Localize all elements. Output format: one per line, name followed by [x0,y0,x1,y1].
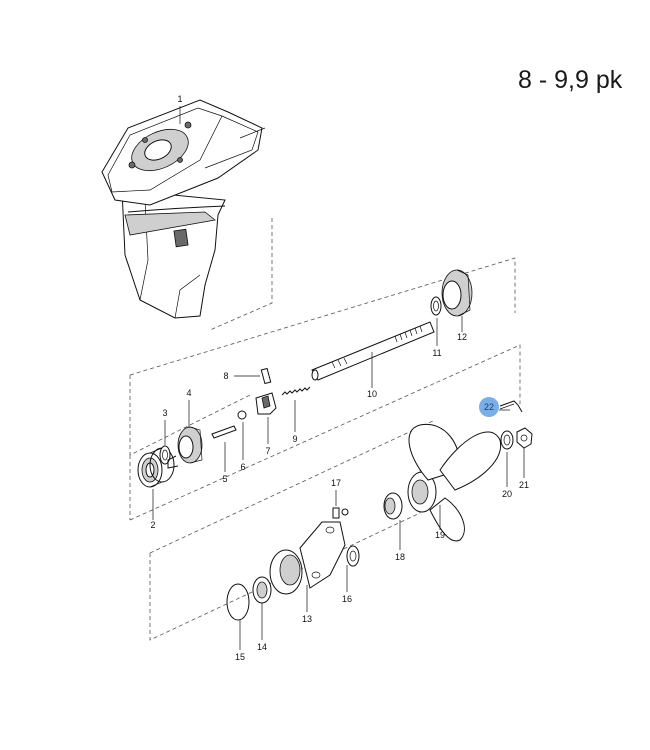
nut-21[interactable] [516,427,533,449]
forward-gear-4[interactable] [167,426,203,469]
reverse-gear-12[interactable] [441,269,473,317]
bolt-17[interactable] [332,507,349,519]
part-label-20[interactable]: 20 [502,489,512,499]
assembly-outline-lower [149,419,436,641]
part-label-17[interactable]: 17 [331,478,341,488]
dog-clutch-7[interactable] [255,392,277,415]
washer-20[interactable] [500,430,514,450]
o-ring-15[interactable] [226,583,250,621]
highlight-marker-22 [479,397,499,417]
part-label-6[interactable]: 6 [240,462,245,472]
part-label-16[interactable]: 16 [342,594,352,604]
thrust-hub-18[interactable] [383,492,403,520]
part-label-15[interactable]: 15 [235,652,245,662]
part-label-13[interactable]: 13 [302,614,312,624]
part-label-5[interactable]: 5 [222,474,227,484]
assembly-outline-upper [129,218,521,521]
propeller-shaft-10[interactable] [311,321,435,381]
part-label-22[interactable]: 22 [484,402,494,412]
bearing-2[interactable] [137,447,175,488]
part-label-12[interactable]: 12 [457,332,467,342]
cotter-pin-22[interactable] [499,400,523,413]
ball-6[interactable] [237,410,247,420]
part-label-7[interactable]: 7 [265,446,270,456]
bearing-carrier-13[interactable] [269,521,346,595]
part-label-14[interactable]: 14 [257,642,267,652]
gearcase-housing[interactable] [101,99,266,319]
part-label-4[interactable]: 4 [186,388,191,398]
shim-3[interactable] [159,445,171,465]
washer-11[interactable] [430,296,442,316]
part-label-11[interactable]: 11 [432,348,441,358]
part-label-8[interactable]: 8 [223,371,228,381]
part-label-9[interactable]: 9 [292,434,297,444]
part-label-10[interactable]: 10 [367,389,377,399]
diagram-title: 8 - 9,9 pk [518,66,623,94]
spring-9[interactable] [281,386,311,396]
part-label-2[interactable]: 2 [150,520,155,530]
washer-16[interactable] [346,545,360,567]
part-label-3[interactable]: 3 [162,408,167,418]
pin-5[interactable] [211,425,237,439]
cross-pin-8[interactable] [260,367,272,385]
part-label-1[interactable]: 1 [177,94,182,104]
part-label-19[interactable]: 19 [435,530,445,540]
part-label-18[interactable]: 18 [395,552,405,562]
propeller-19[interactable] [407,423,502,542]
bearing-14[interactable] [252,576,272,604]
part-label-21[interactable]: 21 [519,480,529,490]
